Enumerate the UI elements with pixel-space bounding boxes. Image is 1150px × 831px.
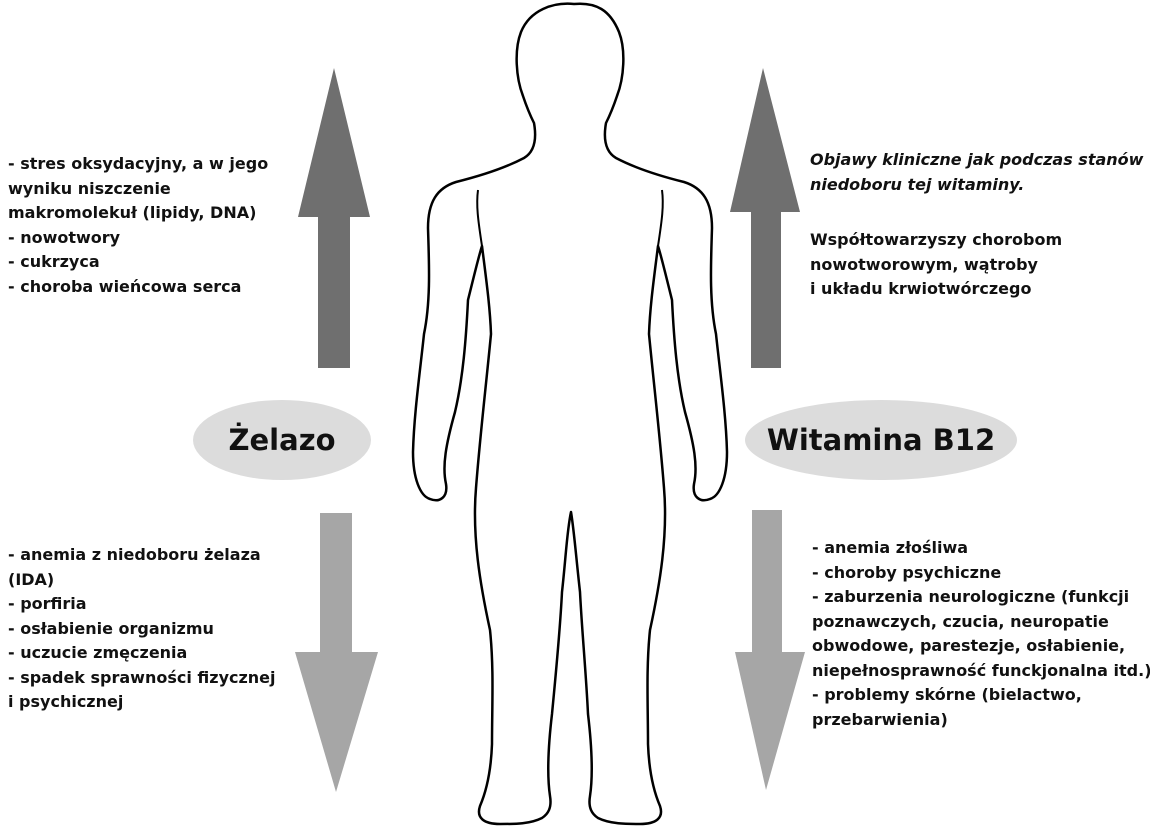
b12-deficiency-list: - anemia złośliwa - choroby psychiczne -… — [812, 536, 1150, 732]
b12-excess-list: Współtowarzyszy chorobom nowotworowym, w… — [810, 228, 1062, 302]
b12-excess-note: Objawy kliniczne jak podczas stanów nied… — [810, 148, 1143, 197]
list-item: - spadek sprawności fizycznej — [8, 666, 276, 691]
b12-label: Witamina B12 — [767, 423, 995, 457]
list-item: niedoboru tej witaminy. — [810, 173, 1143, 198]
list-item: obwodowe, parestezje, osłabienie, — [812, 634, 1150, 659]
list-item: i układu krwiotwórczego — [810, 277, 1062, 302]
list-item: - problemy skórne (bielactwo, — [812, 683, 1150, 708]
list-item: - nowotwory — [8, 226, 268, 251]
list-item: Współtowarzyszy chorobom — [810, 228, 1062, 253]
list-item: - uczucie zmęczenia — [8, 641, 276, 666]
list-item: niepełnosprawność funckjonalna itd.) — [812, 659, 1150, 684]
b12-label-ellipse: Witamina B12 — [745, 400, 1017, 480]
list-item: przebarwienia) — [812, 708, 1150, 733]
list-item: - stres oksydacyjny, a w jego — [8, 152, 268, 177]
list-item: - choroba wieńcowa serca — [8, 275, 268, 300]
list-item: nowotworowym, wątroby — [810, 253, 1062, 278]
list-item: (IDA) — [8, 568, 276, 593]
iron-deficiency-list: - anemia z niedoboru żelaza (IDA) - porf… — [8, 543, 276, 715]
iron-deficiency-arrow — [295, 513, 378, 792]
list-item: - cukrzyca — [8, 250, 268, 275]
b12-deficiency-arrow — [735, 510, 805, 790]
b12-excess-arrow — [730, 68, 800, 368]
list-item: wyniku niszczenie — [8, 177, 268, 202]
human-silhouette — [413, 4, 727, 824]
list-item: - osłabienie organizmu — [8, 617, 276, 642]
list-item: - anemia złośliwa — [812, 536, 1150, 561]
iron-excess-list: - stres oksydacyjny, a w jego wyniku nis… — [8, 152, 268, 299]
list-item: - anemia z niedoboru żelaza — [8, 543, 276, 568]
list-item: Objawy kliniczne jak podczas stanów — [810, 148, 1143, 173]
list-item: - zaburzenia neurologiczne (funkcji — [812, 585, 1150, 610]
list-item: makromolekuł (lipidy, DNA) — [8, 201, 268, 226]
iron-label: Żelazo — [228, 423, 335, 457]
iron-label-ellipse: Żelazo — [193, 400, 371, 480]
list-item: - choroby psychiczne — [812, 561, 1150, 586]
list-item: poznawczych, czucia, neuropatie — [812, 610, 1150, 635]
list-item: - porfiria — [8, 592, 276, 617]
list-item: i psychicznej — [8, 690, 276, 715]
iron-excess-arrow — [298, 68, 370, 368]
